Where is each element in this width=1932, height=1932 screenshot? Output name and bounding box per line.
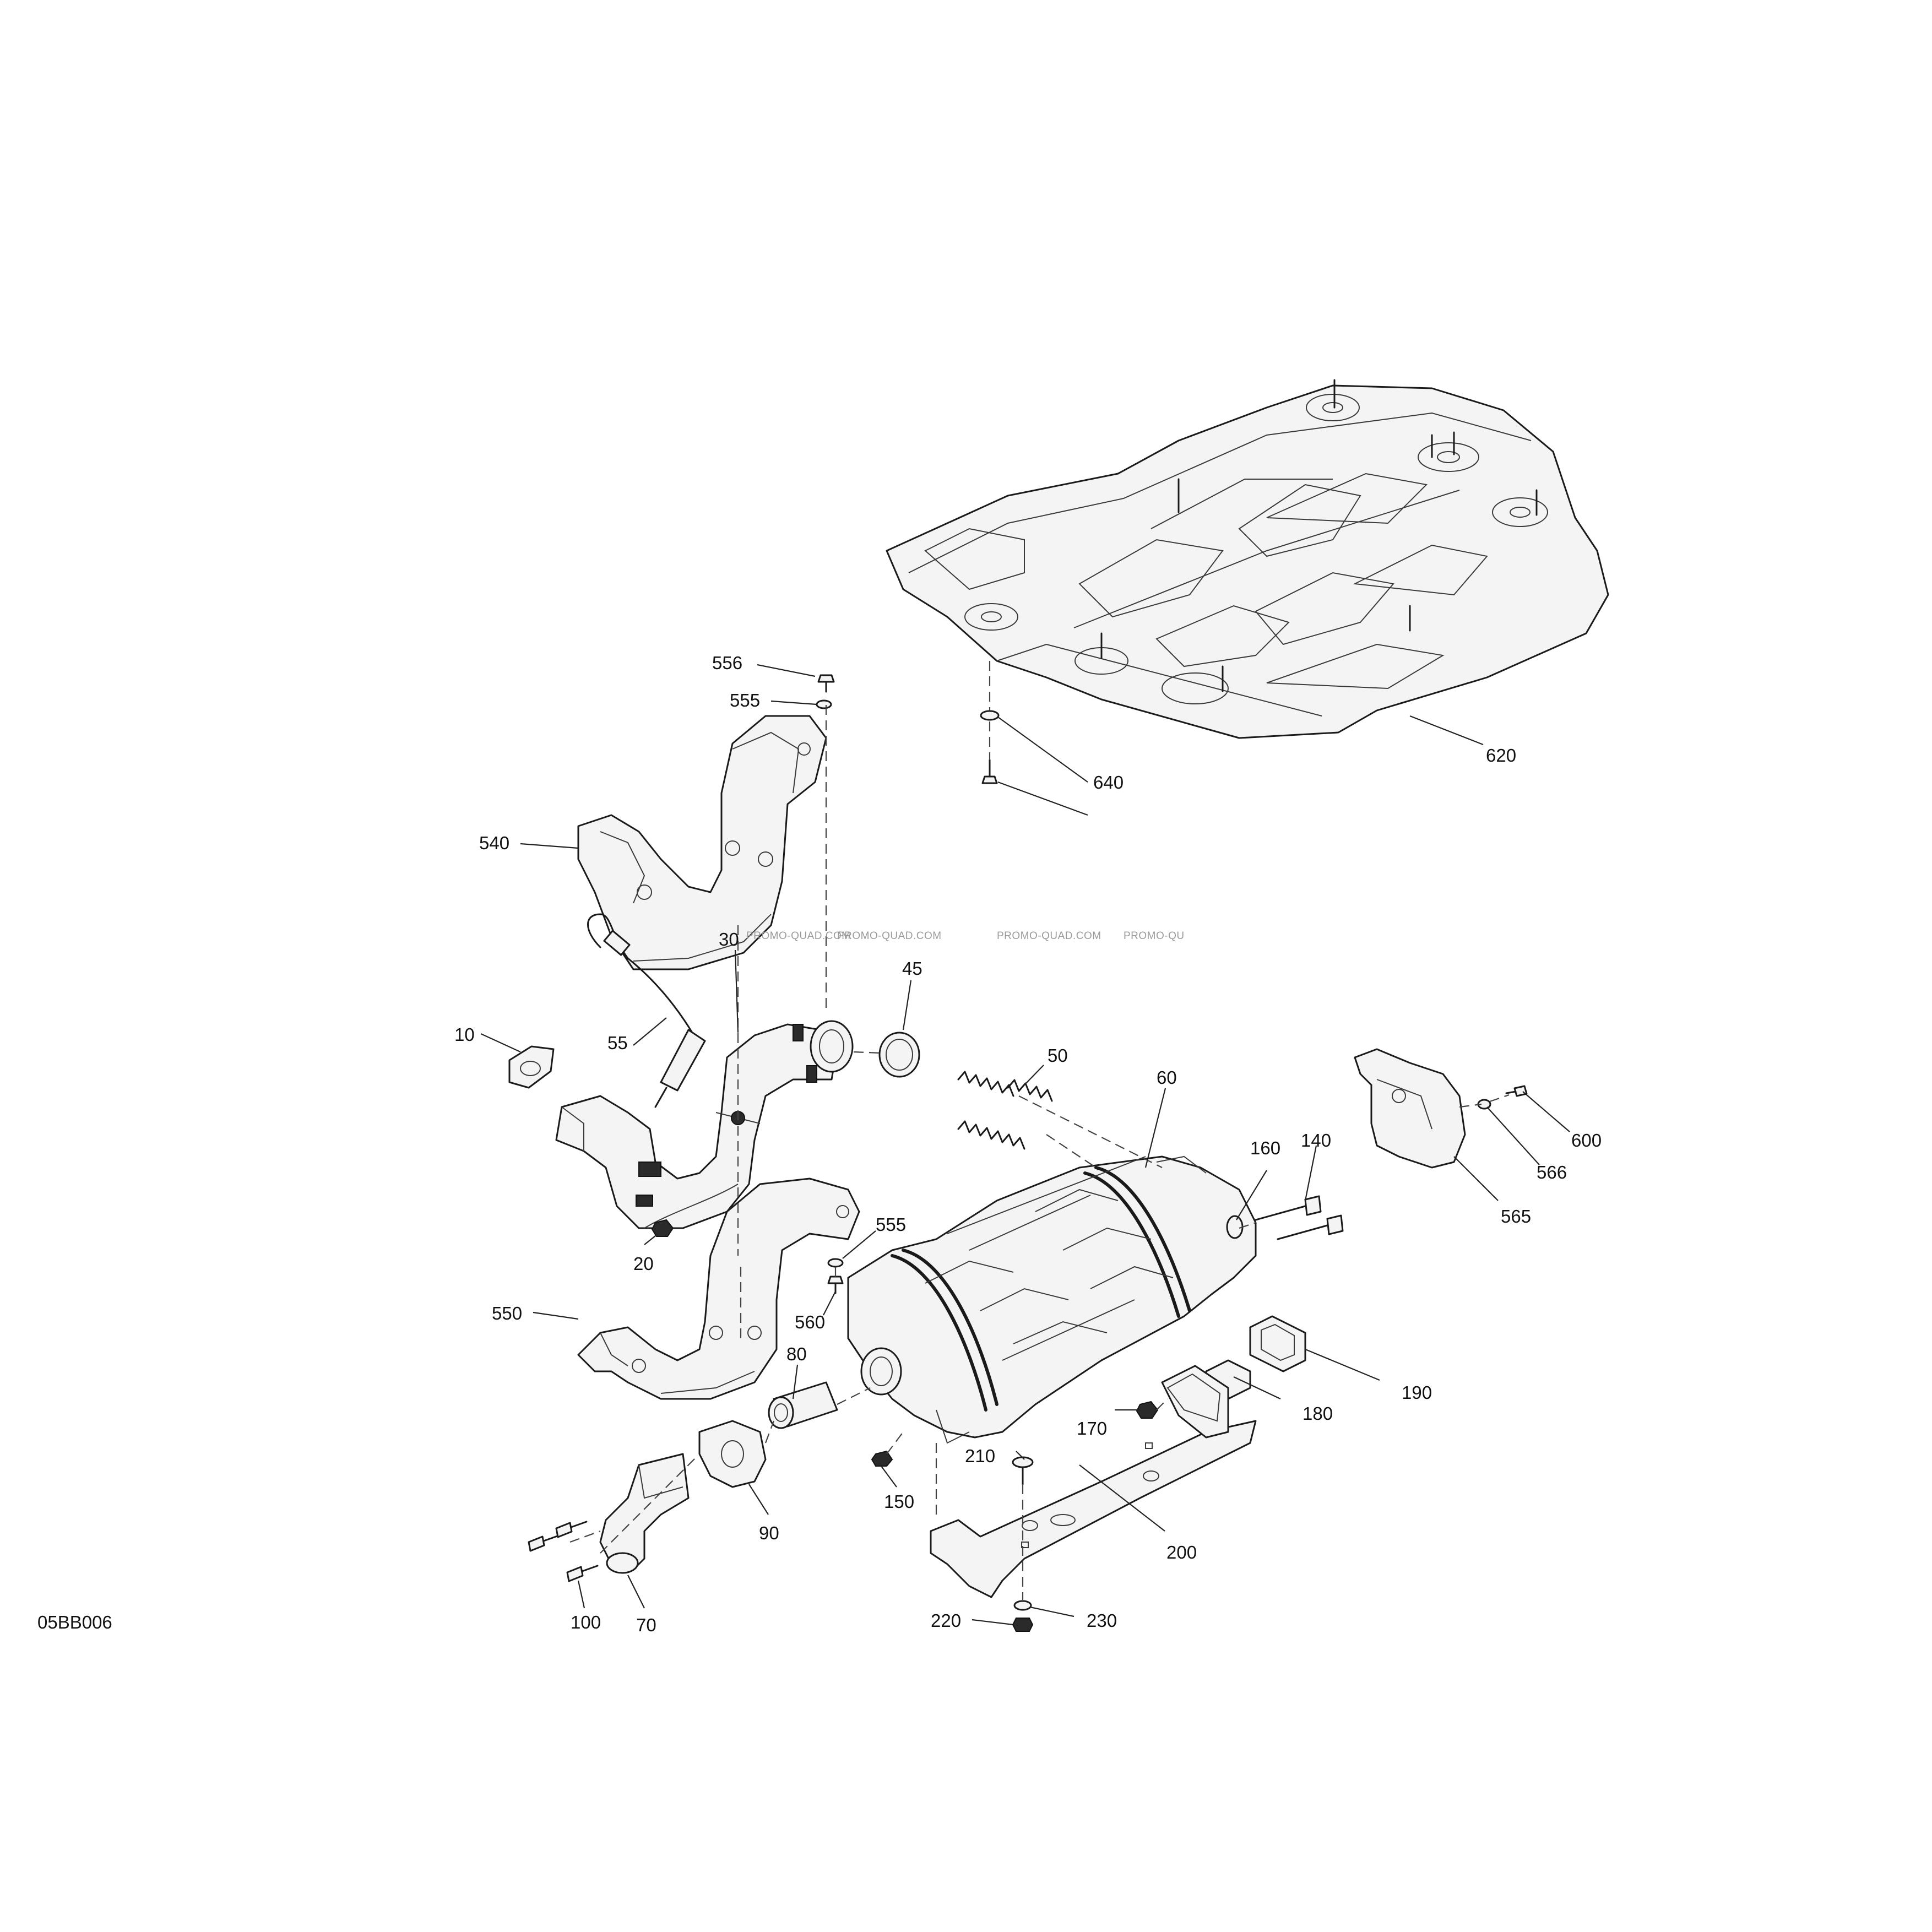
part-230-washer[interactable] <box>1013 1600 1032 1611</box>
callout-45[interactable]: 45 <box>902 958 922 979</box>
diagram-code: 05BB006 <box>37 1612 112 1632</box>
callout-10[interactable]: 10 <box>454 1024 475 1045</box>
callout-150[interactable]: 150 <box>884 1491 914 1512</box>
part-30-header-pipe[interactable] <box>555 1020 854 1229</box>
part-555-washer-lower[interactable] <box>827 1258 844 1268</box>
callout-220[interactable]: 220 <box>931 1610 961 1631</box>
watermark-text-3: PROMO-QUAD.COM <box>997 930 1101 942</box>
watermark: PROMO-QUAD.COM PROMO-QUAD.COM PROMO-QUAD… <box>746 930 1185 942</box>
callout-140[interactable]: 140 <box>1301 1130 1331 1150</box>
callout-556-upper[interactable]: 556 <box>712 653 742 673</box>
part-220-nut[interactable] <box>1012 1618 1034 1632</box>
callout-160[interactable]: 160 <box>1250 1138 1280 1158</box>
callout-170[interactable]: 170 <box>1077 1418 1107 1439</box>
part-555-washer-upper[interactable] <box>816 699 832 709</box>
callout-540[interactable]: 540 <box>479 833 509 853</box>
callout-600[interactable]: 620 <box>1486 745 1516 766</box>
callout-labels: 556 555 540 55 10 30 45 50 60 20 555 560… <box>454 653 1602 1635</box>
part-556-bolt-upper[interactable] <box>817 674 835 693</box>
callout-55[interactable]: 55 <box>607 1033 628 1053</box>
part-90-flange-gasket[interactable] <box>698 1420 767 1488</box>
part-80-sleeve[interactable] <box>768 1381 838 1429</box>
part-170-nut[interactable] <box>1136 1401 1159 1419</box>
part-55-oxygen-sensor[interactable] <box>587 913 706 1108</box>
callout-70[interactable]: 70 <box>636 1615 656 1635</box>
part-10-gasket[interactable] <box>508 1045 555 1089</box>
part-60-muffler[interactable] <box>847 1155 1257 1444</box>
part-150-bolt[interactable] <box>871 1450 893 1467</box>
watermark-text-2: PROMO-QUAD.COM <box>837 930 942 942</box>
callout-620[interactable]: 640 <box>1093 772 1124 793</box>
callout-100[interactable]: 100 <box>571 1612 601 1632</box>
callout-60[interactable]: 60 <box>1157 1067 1177 1088</box>
callout-555-lower[interactable]: 555 <box>876 1214 906 1235</box>
callout-230[interactable]: 230 <box>1087 1610 1117 1631</box>
part-600-skid-plate[interactable] <box>886 379 1609 739</box>
part-50-springs[interactable] <box>957 1071 1053 1150</box>
callout-555-upper[interactable]: 555 <box>730 690 760 710</box>
part-640-bolt[interactable] <box>981 759 998 784</box>
part-566-bolt[interactable] <box>1505 1085 1528 1097</box>
callout-566[interactable]: 600 <box>1571 1130 1602 1150</box>
callout-20[interactable]: 20 <box>633 1253 654 1274</box>
callout-30[interactable]: 30 <box>719 929 739 949</box>
part-45-ring-gasket[interactable] <box>878 1032 920 1078</box>
assembly-axes <box>569 661 1510 1603</box>
part-70-tail-pipe[interactable] <box>599 1453 690 1574</box>
part-200-mounting-bracket[interactable] <box>930 1365 1257 1598</box>
leader-lines <box>480 664 1570 1626</box>
part-160-washer[interactable] <box>1226 1215 1244 1239</box>
part-100-bolts[interactable] <box>528 1521 599 1582</box>
callout-560[interactable]: 565 <box>1501 1206 1531 1227</box>
callout-190[interactable]: 190 <box>1402 1382 1432 1403</box>
part-556-bolt-lower[interactable] <box>827 1276 844 1294</box>
watermark-text-4: PROMO-QU <box>1124 930 1185 942</box>
callout-210[interactable]: 210 <box>965 1446 995 1466</box>
callout-200[interactable]: 200 <box>1166 1542 1197 1562</box>
part-190-grommet[interactable] <box>1249 1315 1306 1372</box>
part-210-screw[interactable] <box>1012 1456 1034 1485</box>
part-20-nut[interactable] <box>651 1219 674 1237</box>
watermark-text-1: PROMO-QUAD.COM <box>746 930 851 942</box>
callout-50[interactable]: 50 <box>1048 1045 1068 1066</box>
part-620-washer[interactable] <box>980 710 1000 721</box>
callout-80[interactable]: 80 <box>786 1344 807 1364</box>
callout-556-lower[interactable]: 560 <box>795 1312 825 1332</box>
part-140-bolts[interactable] <box>1255 1195 1344 1240</box>
part-560-heat-shield-right[interactable] <box>1354 1048 1466 1169</box>
callout-550[interactable]: 550 <box>492 1303 522 1323</box>
callout-565[interactable]: 566 <box>1537 1162 1567 1182</box>
part-550-heat-shield[interactable] <box>577 1177 860 1400</box>
callout-90[interactable]: 90 <box>759 1523 779 1543</box>
callout-180[interactable]: 180 <box>1303 1403 1333 1424</box>
